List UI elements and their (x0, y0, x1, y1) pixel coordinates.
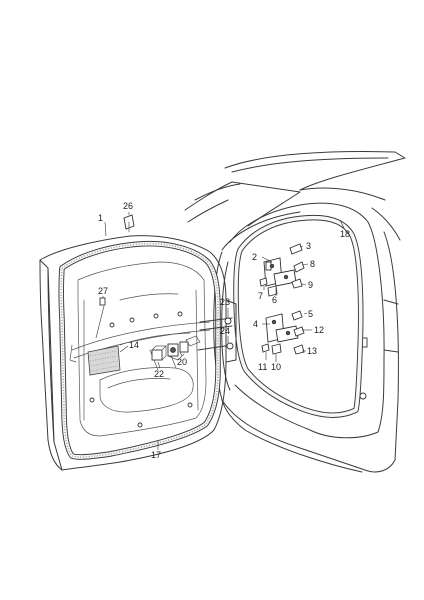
callout-6: 6 (272, 295, 277, 305)
upper-hinge (259, 243, 305, 297)
callout-17: 17 (151, 450, 161, 460)
clip-27 (99, 297, 106, 306)
callout-3: 3 (306, 241, 311, 251)
callout-2: 2 (252, 252, 257, 262)
lower-hinge (261, 310, 305, 355)
callout-10: 10 (271, 362, 281, 372)
door-lock-parts (151, 335, 201, 361)
callout-24: 24 (220, 326, 230, 336)
callout-11: 11 (258, 362, 267, 372)
callout-20: 20 (177, 357, 187, 367)
callout-26: 26 (123, 201, 133, 211)
callout-8: 8 (310, 259, 315, 269)
door-opening-seal (233, 214, 364, 418)
door-assembly (39, 235, 237, 471)
callout-14: 14 (129, 340, 139, 350)
callout-4: 4 (253, 319, 258, 329)
callout-9: 9 (308, 280, 313, 290)
bracket-26 (123, 214, 135, 233)
callout-18: 18 (340, 229, 350, 239)
callouts: 1 2 3 4 5 6 7 8 9 10 11 12 13 14 17 18 2… (98, 201, 350, 460)
callout-12: 12 (314, 325, 324, 335)
callout-1: 1 (98, 213, 103, 223)
callout-23: 23 (220, 297, 230, 307)
callout-5: 5 (308, 309, 313, 319)
damping-pad (87, 345, 121, 376)
callout-22: 22 (154, 369, 164, 379)
callout-7: 7 (258, 291, 263, 301)
car-body (184, 151, 406, 473)
callout-27: 27 (98, 286, 108, 296)
callout-13: 13 (307, 346, 317, 356)
leader-lines (95, 212, 345, 450)
